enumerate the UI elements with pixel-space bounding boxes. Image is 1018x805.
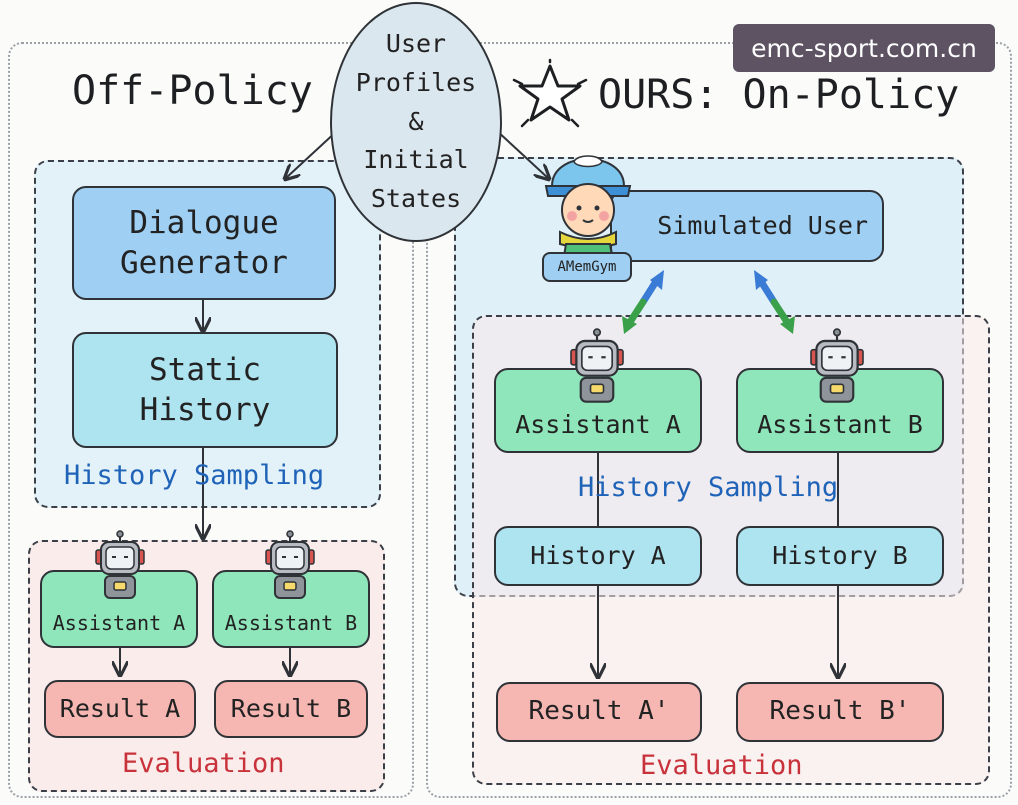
generator-line: Dialogue — [129, 204, 279, 241]
amemgym-label: AMemGym — [557, 258, 617, 275]
robot-icon-front — [815, 339, 859, 403]
simulated-user-label: Simulated User — [657, 210, 868, 240]
history-b-label: History B — [772, 540, 908, 570]
history-a-box: History A — [494, 526, 702, 586]
history-sampling-label-left: History Sampling — [64, 460, 325, 491]
amemgym-badge: AMemGym — [542, 252, 632, 282]
evaluation-label-left: Evaluation — [122, 748, 285, 779]
robot-icon-front — [575, 339, 619, 403]
ellipse-line: User — [385, 29, 447, 59]
history-b-box: History B — [736, 526, 944, 586]
result-a-box-left: Result A — [44, 680, 196, 738]
result-a-prime-label: Result A' — [528, 696, 670, 727]
static-history-line: History — [139, 392, 271, 428]
user-avatar-icon — [544, 155, 632, 257]
user-profiles-ellipse: User Profiles & Initial States — [330, 2, 502, 242]
double-arrow-b — [758, 279, 791, 326]
static-history-box: Static History — [72, 332, 338, 448]
result-b-label-left: Result B — [230, 693, 352, 723]
robot-icon-front — [270, 541, 310, 599]
double-arrow-a — [626, 279, 659, 326]
history-sampling-label-right: History Sampling — [578, 472, 839, 503]
robot-icon-front — [100, 541, 140, 599]
simulated-user-box: Simulated User — [610, 190, 884, 262]
result-b-box-left: Result B — [214, 680, 368, 738]
ellipse-line: Profiles — [355, 67, 477, 97]
ellipse-line: Initial — [363, 145, 469, 175]
result-a-prime-box: Result A' — [496, 682, 702, 742]
result-a-label-left: Result A — [59, 693, 181, 723]
dialogue-generator-box: Dialogue Generator — [72, 186, 336, 300]
history-a-label: History A — [530, 540, 666, 570]
ellipse-line: States — [370, 184, 462, 214]
result-b-prime-label: Result B' — [769, 696, 911, 727]
off-policy-panel — [8, 42, 414, 798]
generator-line: Generator — [120, 245, 288, 281]
on-policy-title: OURS: On-Policy — [598, 72, 960, 118]
ellipse-line: & — [408, 106, 424, 136]
result-b-prime-box: Result B' — [736, 682, 944, 742]
star-icon — [512, 58, 588, 128]
assistant-a-label-left: Assistant A — [52, 611, 186, 635]
static-history-line: Static — [149, 351, 261, 388]
on-policy-panel — [426, 42, 1012, 798]
assistant-b-label-left: Assistant B — [224, 611, 358, 635]
assistant-a-label-right: Assistant A — [515, 409, 681, 439]
watermark: emc-sport.com.cn — [733, 24, 995, 72]
assistant-b-label-right: Assistant B — [757, 409, 923, 439]
evaluation-label-right: Evaluation — [640, 750, 803, 781]
off-policy-title: Off-Policy — [72, 68, 313, 114]
